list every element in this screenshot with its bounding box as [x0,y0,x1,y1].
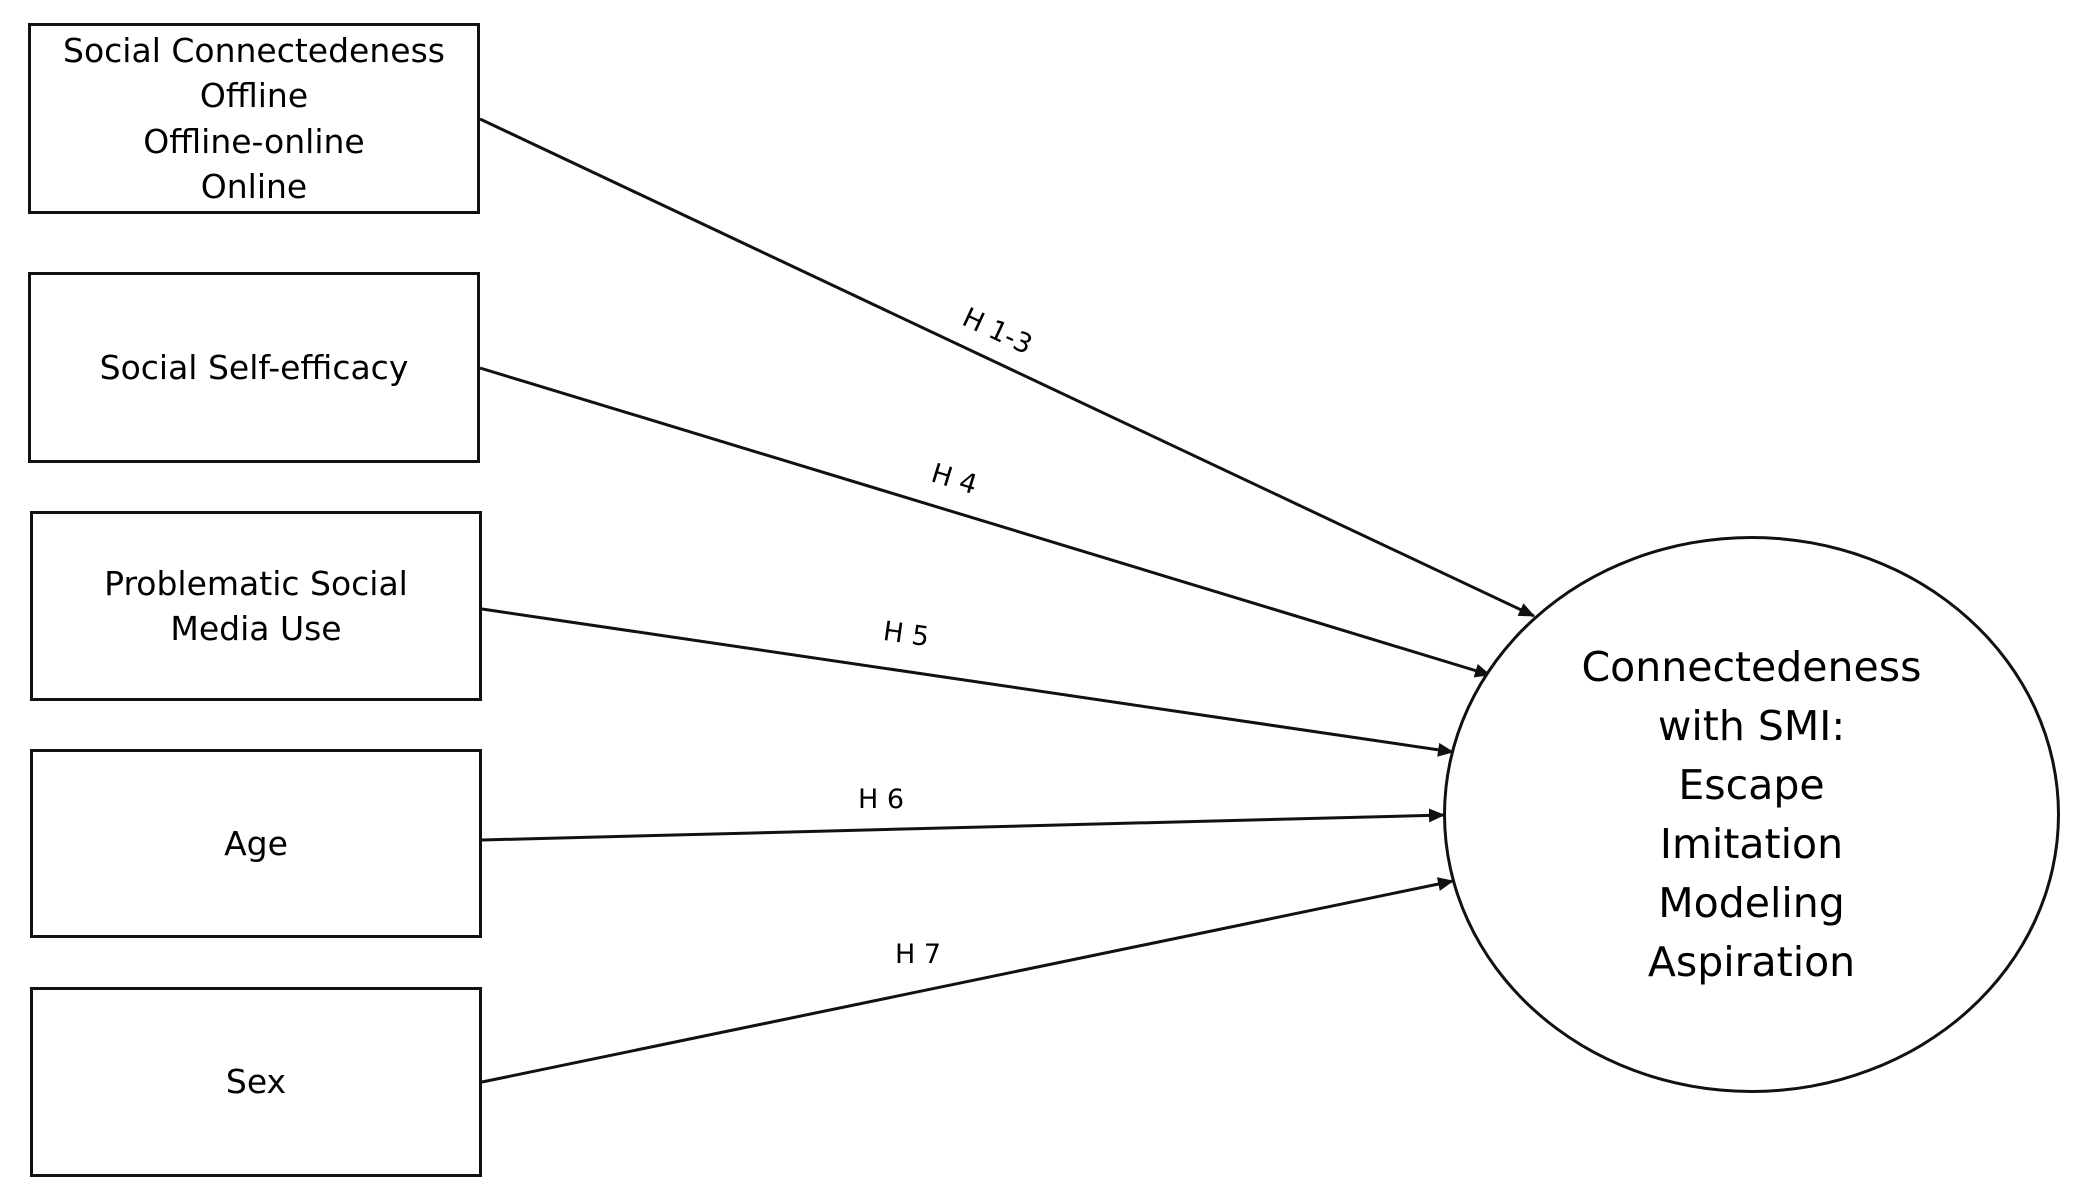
label-line: Problematic Social [104,563,408,603]
edge-h7-arrow [481,877,1454,1084]
edge-label-h7: H 7 [894,939,942,970]
label-line: Age [224,823,288,863]
label-line: Offline-online [143,121,365,161]
box-sex: Sex [30,987,482,1177]
box-problematic-social-media-use: Problematic Social Media Use [30,511,482,701]
ellipse-connectedness-with-smi-label: Connectedeness with SMI: Escape Imitatio… [1582,638,1922,992]
box-sex-label: Sex [226,1059,286,1105]
label-line: with SMI: [1657,701,1846,750]
box-problematic-social-media-use-label: Problematic Social Media Use [104,561,408,652]
label-line: Online [200,167,308,206]
label-line: Modeling [1658,878,1845,927]
ellipse-connectedness-with-smi: Connectedeness with SMI: Escape Imitatio… [1443,536,2060,1093]
label-line: Sex [225,1062,287,1102]
label-line: Social Self-efficacy [99,347,409,387]
edge-h6-arrow [481,808,1445,842]
box-age-label: Age [224,821,288,867]
box-social-self-efficacy-label: Social Self-efficacy [100,345,409,391]
label-line: Offline [199,76,309,115]
box-age: Age [30,749,482,938]
label-line: Aspiration [1647,937,1856,986]
label-line: Social Connectedeness [63,30,445,70]
edge-h1-3-arrow [479,117,1535,618]
edge-h5-arrow [481,607,1454,757]
label-line: Connectedeness [1581,642,1922,691]
label-line: Escape [1678,760,1825,809]
edge-label-h6: H 6 [857,784,905,815]
box-social-self-efficacy: Social Self-efficacy [28,272,480,463]
edge-h4-arrow [479,366,1491,678]
label-line: Media Use [170,609,342,648]
box-social-connectedness-label: Social Connectedeness Offline Offline-on… [63,28,445,210]
label-line: Imitation [1659,819,1844,868]
box-social-connectedness: Social Connectedeness Offline Offline-on… [28,23,480,214]
